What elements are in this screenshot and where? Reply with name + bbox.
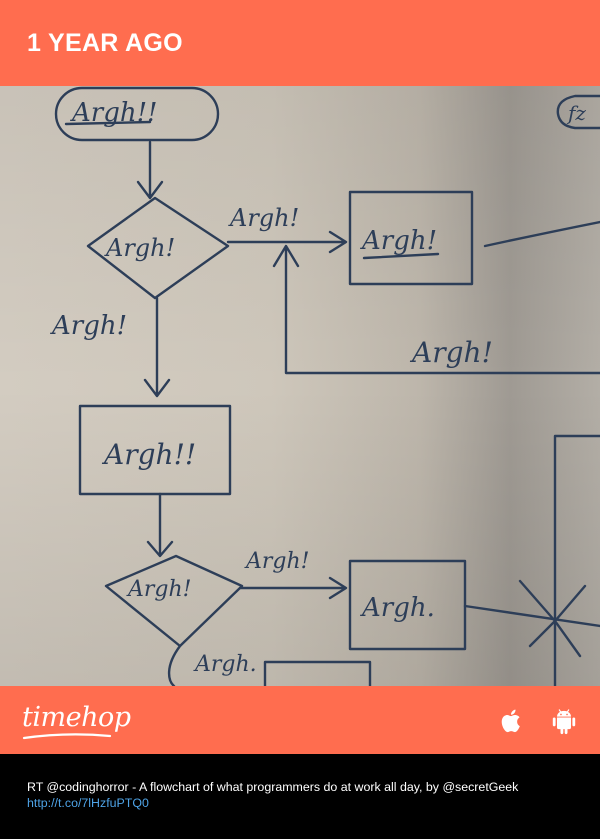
caption-text: RT @codinghorror - A flowchart of what p… [27,780,519,794]
flowchart-photo[interactable]: Argh!! Argh! Argh! Argh! Argh! Argh! Arg… [0,86,600,686]
memory-date-title: 1 YEAR AGO [27,29,183,57]
label-loop-back: Argh! [409,336,493,369]
post-caption: RT @codinghorror - A flowchart of what p… [0,754,600,839]
label-decision2: Argh! [126,577,192,602]
decision-diamond-1 [86,196,230,300]
arrow-decision1-down [143,296,171,398]
process-box-2 [78,404,232,496]
arrow-box2-down [146,492,174,558]
label-box1: Argh! [360,226,437,256]
label-start: Argh!! [70,98,158,128]
header-banner: 1 YEAR AGO [0,0,600,86]
label-edge-right1: Argh! [228,204,299,232]
start-terminator [54,86,220,142]
label-box3: Argh. [360,593,435,623]
caption-link[interactable]: http://t.co/7lHzfuPTQ0 [27,796,149,810]
arrow-start-to-decision [136,140,164,200]
label-edge-down1: Argh! [50,311,127,341]
brand-bar: timehop [0,686,600,754]
arrow-decision1-right [226,230,348,254]
label-partial-top-right: fz [566,101,586,125]
decision-diamond-2 [104,554,244,648]
label-box2: Argh!! [101,438,196,471]
label-decision1: Argh! [104,234,175,262]
logo-swoosh-icon [22,733,112,740]
loop-back-line [272,244,600,375]
timehop-logo: timehop [22,702,131,733]
arrow-decision2-right [238,576,348,600]
label-edge-down2: Argh. [193,652,257,677]
apple-icon[interactable] [498,707,526,735]
label-edge-right2: Argh! [244,549,310,574]
right-connector [553,434,600,686]
android-icon[interactable] [550,707,578,735]
process-box-1 [348,190,474,286]
